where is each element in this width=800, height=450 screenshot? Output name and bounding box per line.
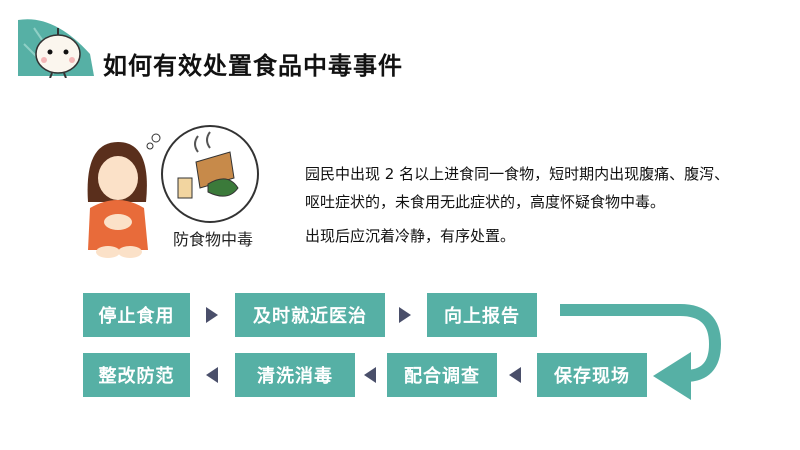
arrow-right-icon — [399, 307, 411, 323]
description-paragraph-1: 园民中出现 2 名以上进食同一食物，短时期内出现腹痛、腹泻、呕吐症状的，未食用无… — [305, 165, 730, 211]
step-cooperate-investigation: 配合调查 — [387, 353, 497, 397]
arrow-right-icon — [206, 307, 218, 323]
arrow-left-icon — [509, 367, 521, 383]
arrow-left-icon — [206, 367, 218, 383]
step-preserve-scene: 保存现场 — [537, 353, 647, 397]
page-title: 如何有效处置食品中毒事件 — [103, 52, 403, 80]
garlic-mascot-icon — [18, 19, 94, 79]
step-report: 向上报告 — [427, 293, 537, 337]
header-decoration — [14, 14, 94, 79]
step-rectify-prevent: 整改防范 — [83, 353, 190, 397]
description-paragraph-2: 出现后应沉着冷静，有序处置。 — [305, 227, 516, 245]
description-text: 园民中出现 2 名以上进食同一食物，短时期内出现腹痛、腹泻、呕吐症状的，未食用无… — [305, 160, 735, 250]
arrow-left-icon — [364, 367, 376, 383]
step-clean-disinfect: 清洗消毒 — [235, 353, 355, 397]
step-seek-treatment: 及时就近医治 — [235, 293, 385, 337]
food-poisoning-illustration: 防食物中毒 — [78, 122, 278, 262]
illustration-caption: 防食物中毒 — [173, 230, 254, 249]
step-stop-eating: 停止食用 — [83, 293, 190, 337]
u-turn-arrow-icon — [560, 304, 722, 400]
